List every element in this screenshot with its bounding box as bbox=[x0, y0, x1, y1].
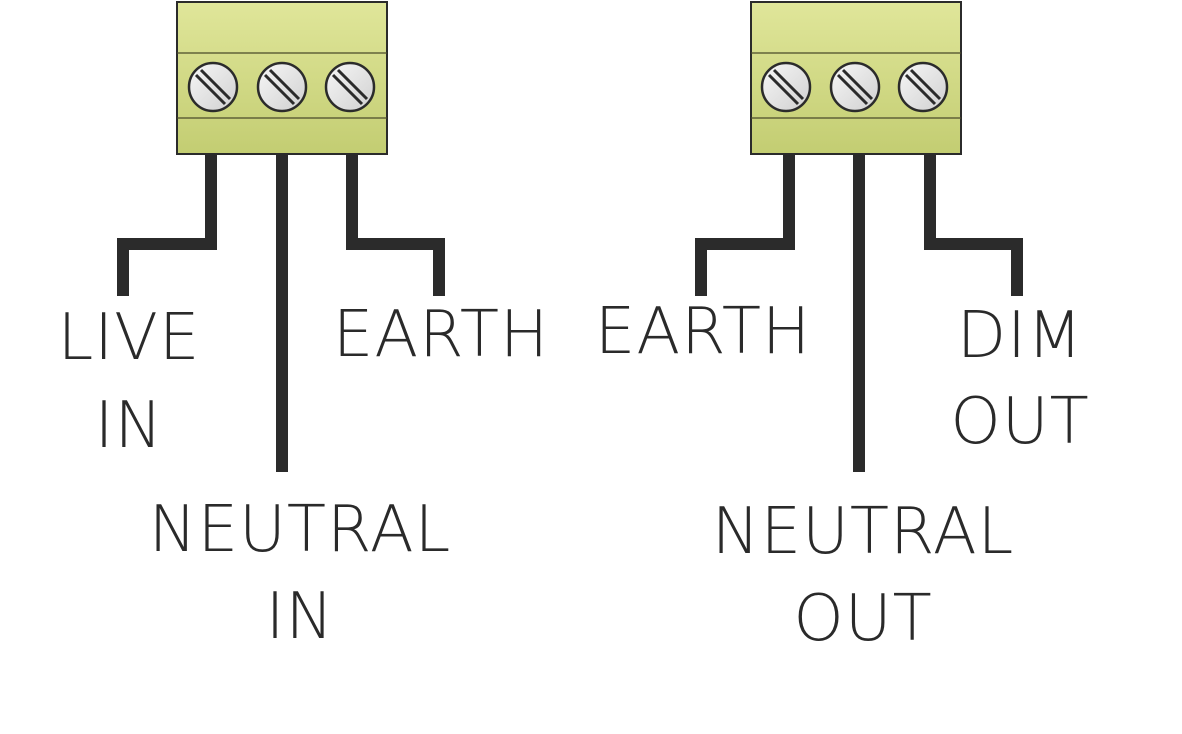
left-screw-3-icon bbox=[324, 61, 376, 113]
left-live-wire bbox=[117, 154, 217, 296]
neutral-out-label-line2: OUT bbox=[793, 582, 932, 656]
right-screw-1-icon bbox=[760, 61, 812, 113]
right-terminal-block bbox=[750, 1, 962, 155]
left-screw-2-icon bbox=[256, 61, 308, 113]
left-earth-wire bbox=[346, 154, 445, 296]
right-earth-wire bbox=[695, 154, 795, 296]
right-earth-label: EARTH bbox=[595, 295, 811, 369]
right-screw-2-icon bbox=[829, 61, 881, 113]
dim-out-label-line1: DIM bbox=[957, 299, 1083, 373]
neutral-in-label-line2: IN bbox=[266, 580, 335, 654]
left-screw-1-icon bbox=[187, 61, 239, 113]
live-in-label-line2: IN bbox=[95, 389, 164, 463]
neutral-in-label-line1: NEUTRAL bbox=[149, 493, 452, 567]
left-earth-label: EARTH bbox=[333, 298, 549, 372]
live-in-label-line1: LIVE bbox=[58, 301, 201, 375]
dim-out-label-line2: OUT bbox=[950, 385, 1089, 459]
right-dim-wire bbox=[924, 154, 1023, 296]
right-screw-3-icon bbox=[897, 61, 949, 113]
neutral-out-label-line1: NEUTRAL bbox=[712, 495, 1015, 569]
left-terminal-block bbox=[176, 1, 388, 155]
